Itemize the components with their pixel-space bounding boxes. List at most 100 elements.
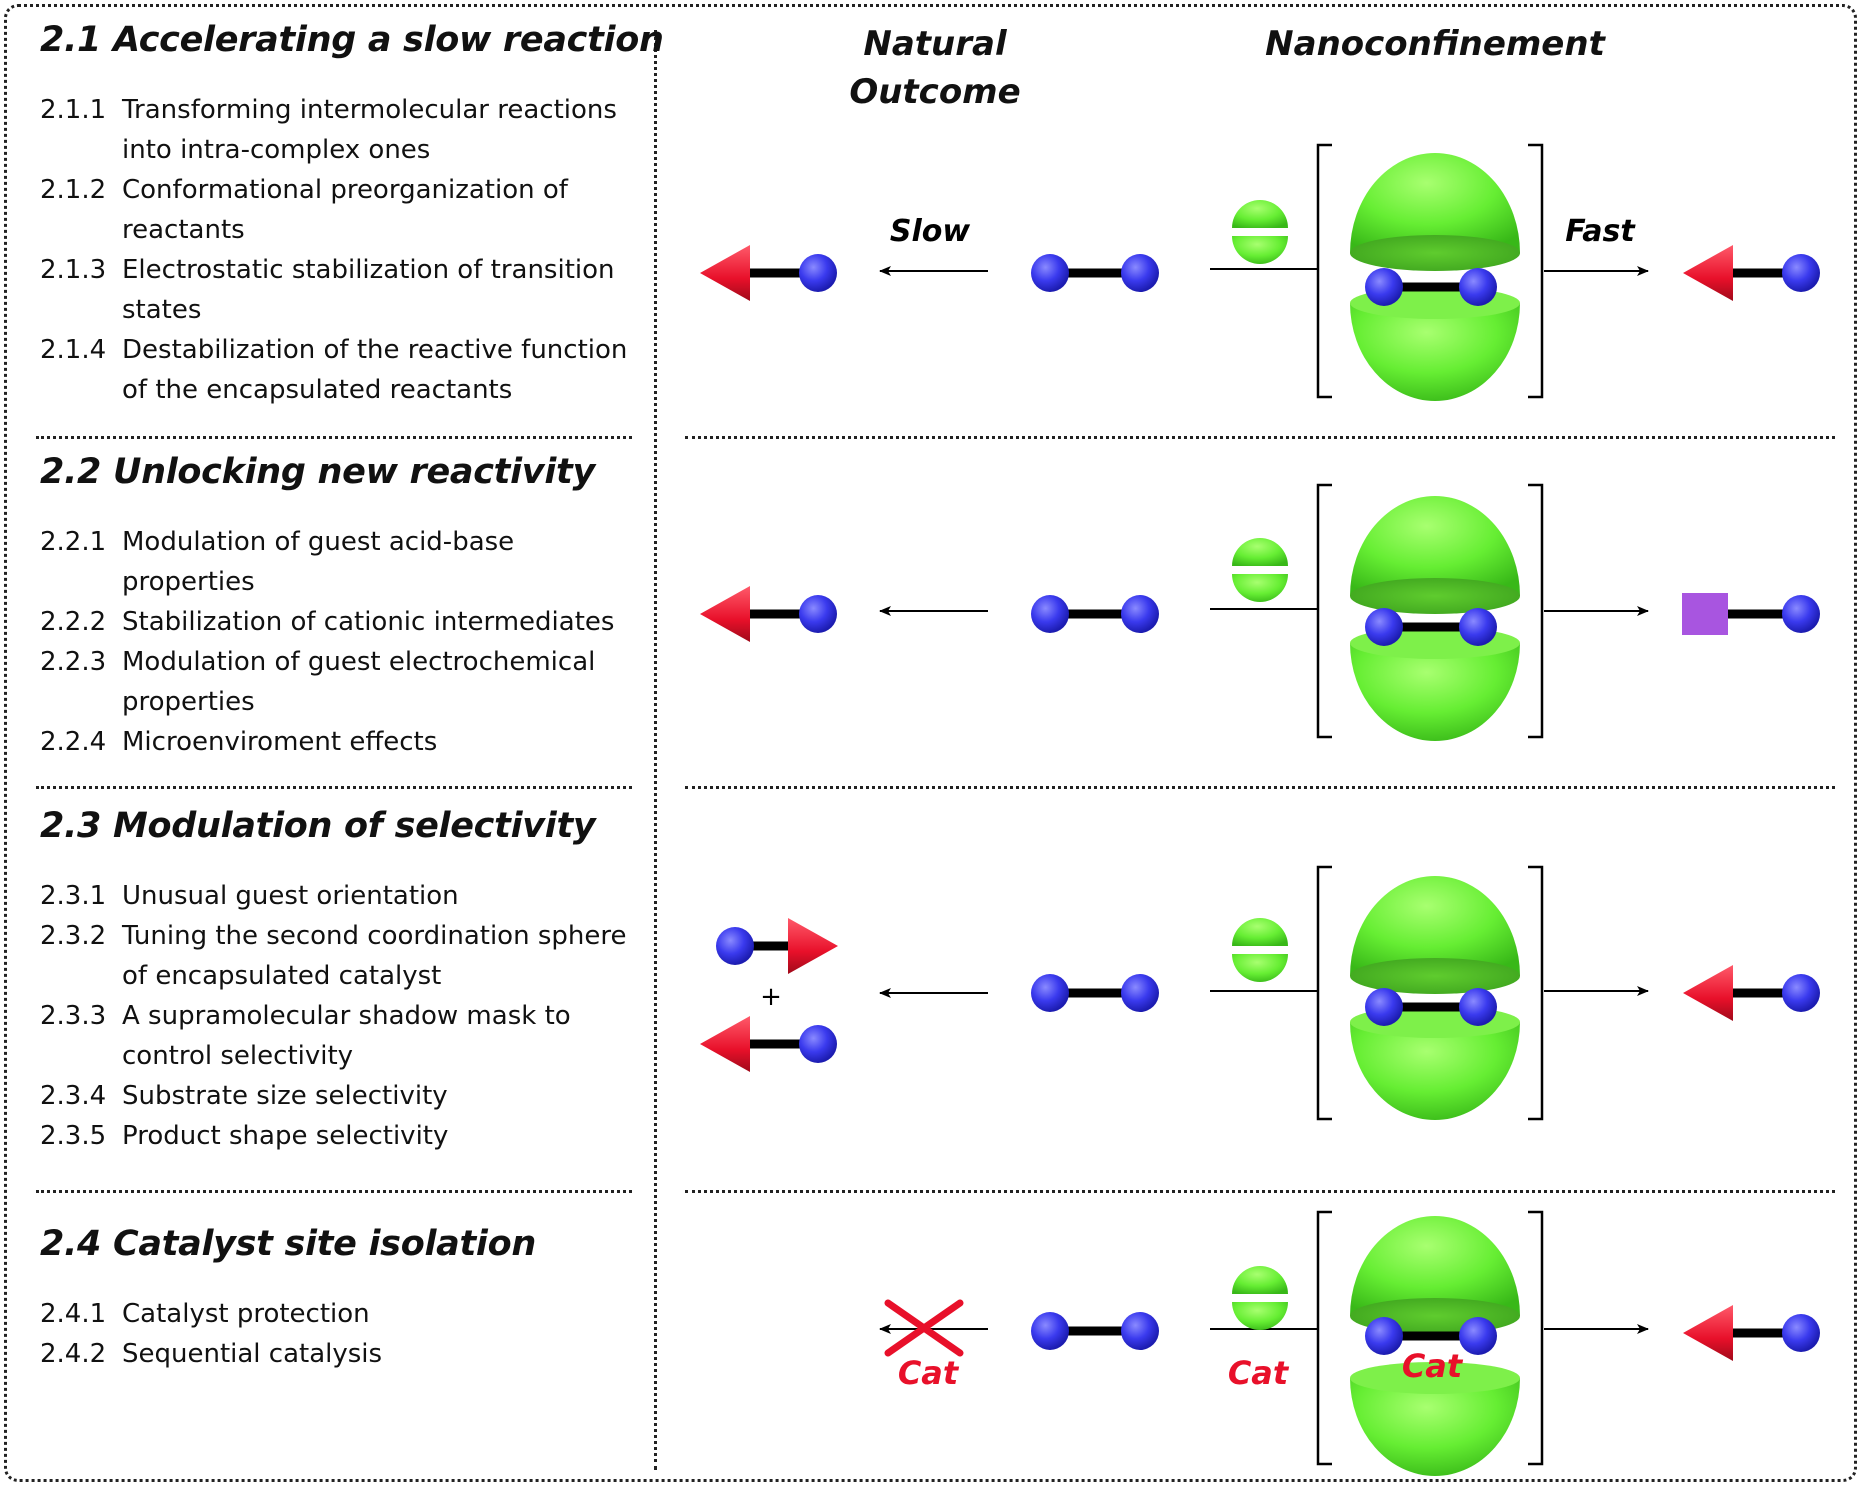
item-number: 2.3.5 bbox=[40, 1121, 107, 1151]
reactant-row1 bbox=[1031, 254, 1159, 292]
item-number: 2.2.1 bbox=[40, 527, 107, 557]
section-title: 2.2 Unlocking new reactivity bbox=[40, 452, 595, 492]
list-item: 2.2.3 Modulation of guest electrochemical… bbox=[40, 642, 650, 722]
product-natural-row3b bbox=[700, 1016, 837, 1072]
small-capsule-icon bbox=[1232, 918, 1288, 982]
capsule-complex-row3 bbox=[1350, 876, 1520, 1120]
capsule-complex-row4: Cat bbox=[1350, 1216, 1520, 1476]
section-items: 2.4.1 Catalyst protection 2.4.2 Sequential… bbox=[40, 1294, 650, 1374]
item-number: 2.1.4 bbox=[40, 335, 107, 365]
item-text: Modulation of guest electrochemical prop… bbox=[122, 647, 596, 717]
list-item: 2.3.2 Tuning the second coordination sphe… bbox=[40, 916, 650, 996]
item-text: Modulation of guest acid-base properties bbox=[122, 527, 515, 597]
bracket-left-icon bbox=[1316, 1210, 1332, 1466]
capsule-complex-row2 bbox=[1350, 496, 1520, 741]
cat-label-reagent: Cat bbox=[1228, 1354, 1290, 1392]
product-natural-row1 bbox=[700, 245, 837, 301]
item-number: 2.3.4 bbox=[40, 1081, 107, 1111]
item-text: Conformational preorganization of reacta… bbox=[122, 175, 568, 245]
item-number: 2.1.1 bbox=[40, 95, 107, 125]
list-item: 2.2.2 Stabilization of cationic intermedi… bbox=[40, 602, 650, 642]
slow-label: Slow bbox=[890, 214, 971, 249]
list-item: 2.4.1 Catalyst protection bbox=[40, 1294, 650, 1334]
small-capsule-icon bbox=[1232, 1266, 1288, 1330]
bracket-right-icon bbox=[1528, 865, 1544, 1121]
item-number: 2.3.1 bbox=[40, 881, 107, 911]
item-text: Stabilization of cationic intermediates bbox=[122, 607, 615, 637]
list-item: 2.1.3 Electrostatic stabilization of tran… bbox=[40, 250, 650, 330]
list-item: 2.2.4 Microenviroment effects bbox=[40, 722, 650, 762]
fast-label: Fast bbox=[1565, 214, 1636, 249]
reactant-row4 bbox=[1031, 1312, 1159, 1350]
reactant-row2 bbox=[1031, 595, 1159, 633]
figure-frame bbox=[4, 4, 1857, 1482]
row-separator-left-3 bbox=[36, 1190, 632, 1193]
section-title: 2.4 Catalyst site isolation bbox=[40, 1224, 536, 1264]
item-text: Product shape selectivity bbox=[122, 1121, 449, 1151]
item-text: Tuning the second coordination sphere of… bbox=[122, 921, 627, 991]
item-number: 2.2.4 bbox=[40, 727, 107, 757]
section-title: 2.3 Modulation of selectivity bbox=[40, 806, 596, 846]
list-item: 2.3.3 A supramolecular shadow mask to con… bbox=[40, 996, 650, 1076]
item-text: Microenviroment effects bbox=[122, 727, 438, 757]
bracket-right-icon bbox=[1528, 1210, 1544, 1466]
cat-label-encapsulated: Cat bbox=[1402, 1347, 1464, 1385]
cat-label-blocked: Cat bbox=[898, 1354, 960, 1392]
row-separator-right-1 bbox=[685, 436, 1835, 439]
capsule-complex-row1 bbox=[1350, 153, 1520, 401]
item-number: 2.4.2 bbox=[40, 1339, 107, 1369]
section-title: 2.1 Accelerating a slow reaction bbox=[40, 20, 664, 60]
item-number: 2.3.3 bbox=[40, 1001, 107, 1031]
list-item: 2.4.2 Sequential catalysis bbox=[40, 1334, 650, 1374]
product-confined-row1 bbox=[1683, 245, 1820, 301]
product-confined-row3 bbox=[1683, 965, 1820, 1021]
row-separator-left-1 bbox=[36, 436, 632, 439]
item-text: Electrostatic stabilization of transitio… bbox=[122, 255, 615, 325]
item-text: Transforming intermolecular reactions in… bbox=[122, 95, 617, 165]
item-number: 2.2.2 bbox=[40, 607, 107, 637]
item-text: Sequential catalysis bbox=[122, 1339, 383, 1369]
row-separator-right-3 bbox=[685, 1190, 1835, 1193]
list-item: 2.3.5 Product shape selectivity bbox=[40, 1116, 650, 1156]
small-capsule-icon bbox=[1232, 200, 1288, 264]
list-item: 2.2.1 Modulation of guest acid-base prope… bbox=[40, 522, 650, 602]
plus-sign: + bbox=[760, 982, 782, 1012]
item-text: Unusual guest orientation bbox=[122, 881, 459, 911]
item-number: 2.4.1 bbox=[40, 1299, 107, 1329]
item-text: Substrate size selectivity bbox=[122, 1081, 448, 1111]
product-natural-row3a bbox=[716, 918, 838, 974]
bracket-left-icon bbox=[1316, 483, 1332, 739]
bracket-right-icon bbox=[1528, 143, 1544, 399]
small-capsule-icon bbox=[1232, 538, 1288, 602]
section-items: 2.1.1 Transforming intermolecular reactio… bbox=[40, 90, 650, 410]
item-number: 2.3.2 bbox=[40, 921, 107, 951]
column-separator bbox=[654, 30, 657, 1470]
list-item: 2.1.1 Transforming intermolecular reactio… bbox=[40, 90, 650, 170]
item-number: 2.2.3 bbox=[40, 647, 107, 677]
nanoconfinement-header: Nanoconfinement bbox=[1265, 24, 1605, 64]
item-number: 2.1.2 bbox=[40, 175, 107, 205]
bracket-left-icon bbox=[1316, 143, 1332, 399]
section-items: 2.2.1 Modulation of guest acid-base prope… bbox=[40, 522, 650, 762]
bracket-left-icon bbox=[1316, 865, 1332, 1121]
section-2-3: 2.3 Modulation of selectivity 2.3.1 Unusu… bbox=[40, 806, 650, 1156]
list-item: 2.1.2 Conformational preorganization of r… bbox=[40, 170, 650, 250]
product-confined-row2 bbox=[1682, 593, 1820, 635]
section-2-1: 2.1 Accelerating a slow reaction 2.1.1 Tr… bbox=[40, 20, 664, 410]
product-natural-row2 bbox=[700, 586, 837, 642]
bracket-right-icon bbox=[1528, 483, 1544, 739]
item-text: Catalyst protection bbox=[122, 1299, 370, 1329]
item-text: A supramolecular shadow mask to control … bbox=[122, 1001, 571, 1071]
product-confined-row4 bbox=[1683, 1305, 1820, 1361]
row-separator-left-2 bbox=[36, 786, 632, 789]
section-2-4: 2.4 Catalyst site isolation 2.4.1 Catalys… bbox=[40, 1224, 650, 1374]
square-product-icon bbox=[1682, 593, 1728, 635]
list-item: 2.3.1 Unusual guest orientation bbox=[40, 876, 650, 916]
item-number: 2.1.3 bbox=[40, 255, 107, 285]
list-item: 2.3.4 Substrate size selectivity bbox=[40, 1076, 650, 1116]
reactant-row3 bbox=[1031, 974, 1159, 1012]
cross-icon bbox=[884, 1299, 964, 1357]
